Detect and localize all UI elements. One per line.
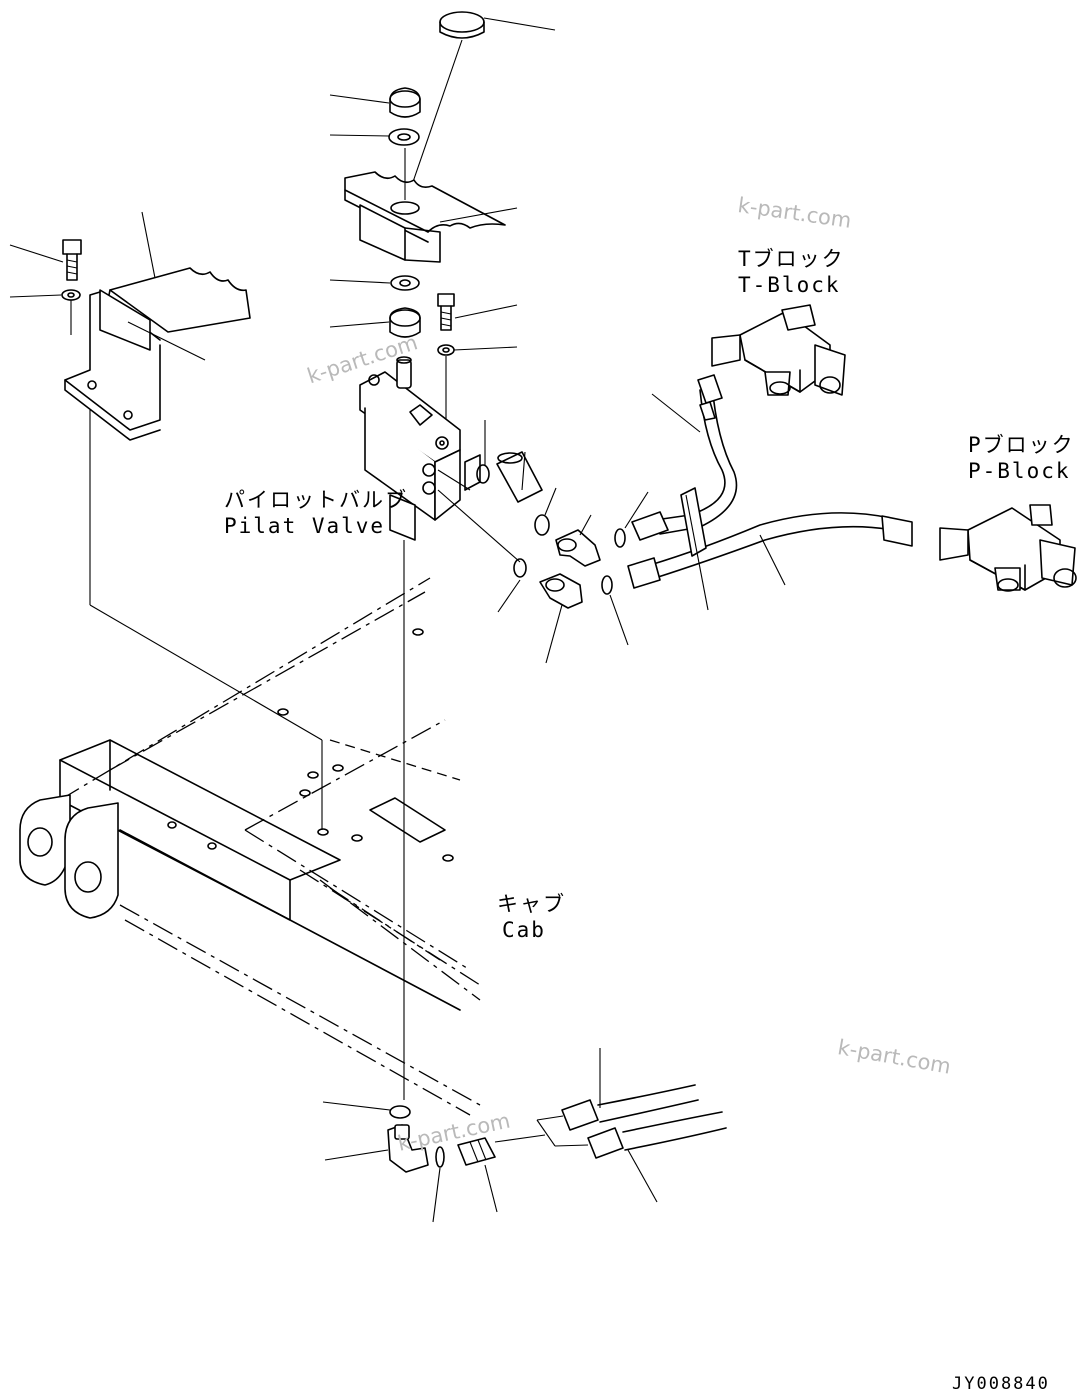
p-block-label-jp: Pブロック [968,433,1075,457]
hose-assembly [627,374,913,611]
lower-fittings [322,1048,727,1223]
drawing-code: JY008840 [952,1374,1050,1394]
pilot-valve-body [359,356,521,1100]
t-block [711,304,846,396]
cab-label-jp: キャブ [497,892,566,916]
pilot-valve-label-en: Pilat Valve [224,514,386,538]
upper-fittings [476,420,649,664]
pilot-valve-label-jp: パイロットバルブ [224,488,408,512]
t-block-label-en: T-Block [738,273,841,297]
p-block-label-en: P-Block [968,459,1071,483]
cab-frame [19,577,481,1116]
p-block [939,504,1077,592]
left-pedal-assembly [9,211,323,830]
t-block-label-jp: Tブロック [738,247,845,271]
pedal-stack [329,11,556,430]
cab-label-en: Cab [502,918,546,942]
